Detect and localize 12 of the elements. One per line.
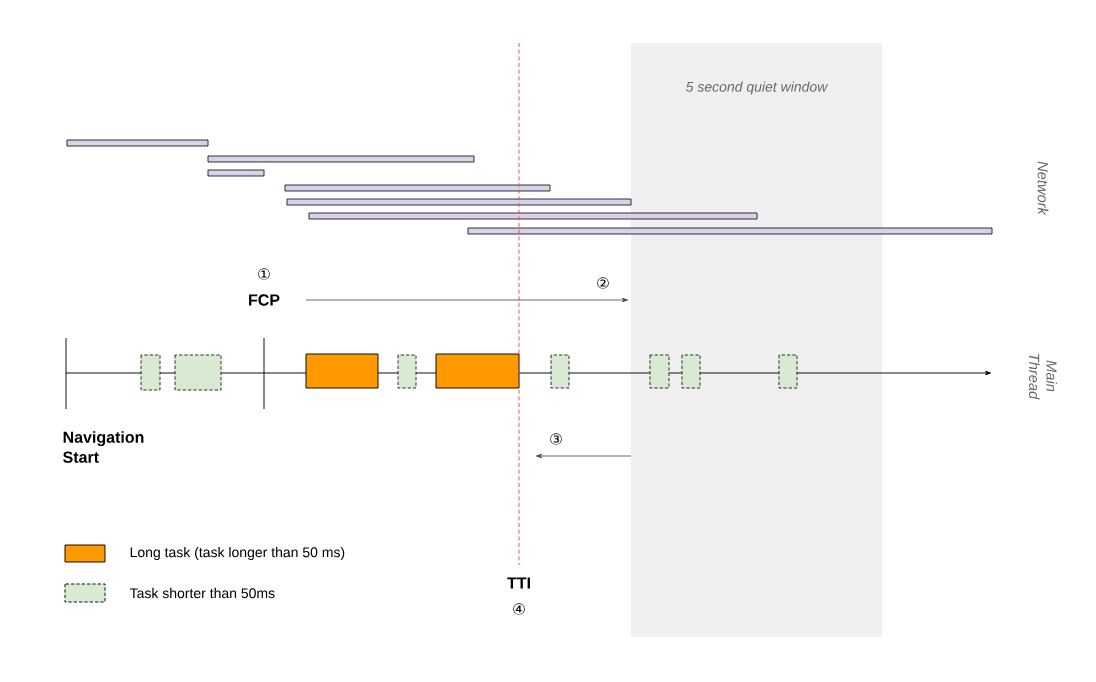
legend-text: Task shorter than 50ms (129, 587, 275, 599)
milestone-label: Navigation Start (63, 431, 144, 463)
quiet-window-band: 5 second quiet window (631, 43, 882, 637)
milestone-label: TTI (507, 577, 530, 589)
step-number: ④ (513, 603, 525, 615)
axis-label: Network (1037, 161, 1049, 216)
step-number: ② (597, 277, 609, 289)
step-number: ① (258, 268, 270, 280)
milestone-label: FCP (249, 294, 280, 306)
step-number: ③ (550, 433, 562, 445)
axis-label: Main Thread (1028, 354, 1058, 400)
legend-text: Long task (task longer than 50 ms) (130, 547, 345, 561)
